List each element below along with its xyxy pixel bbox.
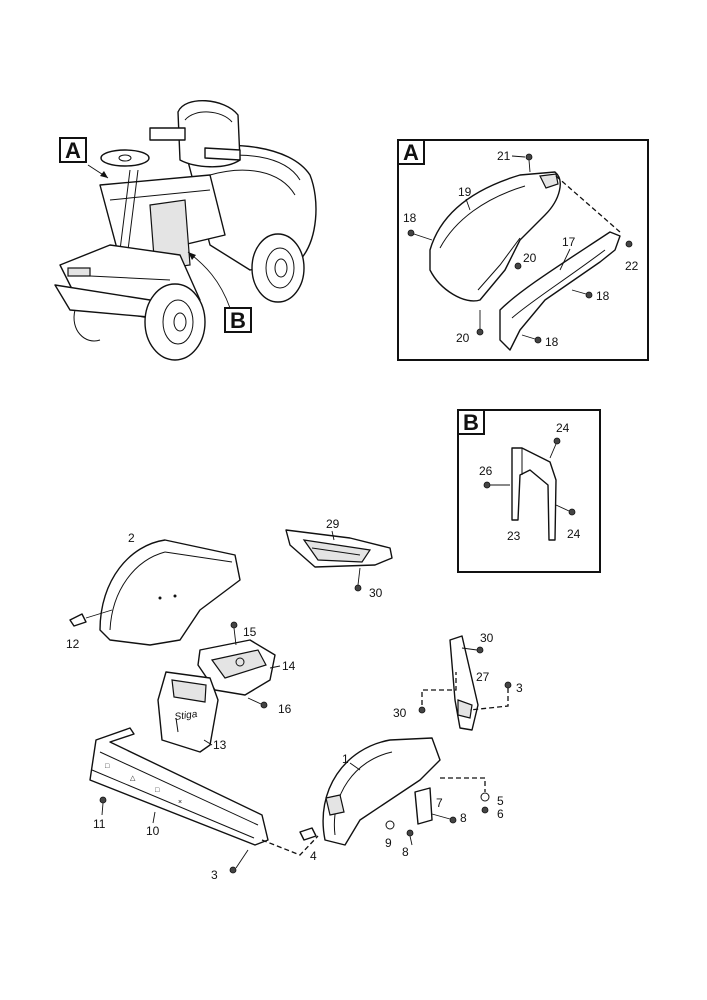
part-callout-n21: 21 [497, 149, 511, 163]
tractor-overview [54, 99, 317, 361]
part-callout-n26: 26 [479, 464, 493, 478]
overview-label-b: B [224, 307, 252, 333]
frame-letter-overview_b: B [230, 308, 246, 333]
part-callout-n30a: 30 [369, 586, 383, 600]
part-callout-n6: 6 [497, 807, 504, 821]
part-callout-n30b: 30 [480, 631, 494, 645]
part-callout-n18c: 18 [545, 335, 559, 349]
bracket-part [511, 447, 557, 541]
part-callout-n9: 9 [385, 836, 392, 850]
front-bumper-part-10: □ △ □ × 11 10 3 [89, 727, 269, 882]
part-callout-n8a: 8 [460, 811, 467, 825]
bracket-part-7: 7 8 [414, 787, 467, 825]
part-callout-n19: 19 [458, 185, 472, 199]
part-callout-n20a: 20 [523, 251, 537, 265]
washer-nut-group: 5 6 [440, 777, 504, 821]
clip-part-4: 4 [261, 827, 319, 863]
part-callout-n18b: 18 [596, 289, 610, 303]
overview-label-a: A [59, 137, 87, 163]
support-arm-part-27: 30 27 3 30 [393, 631, 523, 731]
part-callout-n1: 1 [342, 752, 349, 766]
part-callout-n10: 10 [146, 824, 160, 838]
front-fender-part-1: 1 [322, 737, 441, 846]
frame-letter-overview_a: A [65, 138, 81, 163]
stiga-logo: Stiga [174, 709, 199, 723]
part-callout-n15: 15 [243, 625, 257, 639]
frame-letter-detail_b: B [463, 410, 479, 435]
detail-frame-a: A 21 19 18 17 20 22 18 20 18 [397, 139, 649, 361]
part-callout-n16: 16 [278, 702, 292, 716]
svg-text:△: △ [130, 775, 136, 782]
part-callout-n8b: 8 [402, 845, 409, 859]
part-callout-n3b: 3 [516, 681, 523, 695]
part-callout-n24a: 24 [556, 421, 570, 435]
fender-liner-part [429, 171, 561, 302]
svg-text:×: × [178, 799, 182, 806]
part-callout-n4: 4 [310, 849, 317, 863]
part-callout-n2: 2 [128, 531, 135, 545]
rear-fender-part-2: 2 12 [66, 531, 241, 651]
part-callout-n14: 14 [282, 659, 296, 673]
part-callout-n23: 23 [507, 529, 521, 543]
part-callout-n12: 12 [66, 637, 80, 651]
part-callout-n18a: 18 [403, 211, 417, 225]
part-callout-n17: 17 [562, 235, 576, 249]
svg-text:□: □ [105, 763, 110, 770]
part-callout-n27: 27 [476, 670, 490, 684]
hood-panel-part-13: Stiga 13 [157, 671, 227, 753]
part-callout-n20b: 20 [456, 331, 470, 345]
frame-letter-detail_a: A [403, 140, 419, 165]
detail-frame-b: B 24 26 23 24 [457, 409, 601, 573]
part-callout-n11: 11 [93, 817, 106, 831]
dashboard-part-14: 15 14 16 [197, 621, 296, 716]
part-callout-n5: 5 [497, 794, 504, 808]
part-callout-n7: 7 [436, 796, 443, 810]
foot-plate-part-29: 29 30 [285, 517, 393, 600]
part-callout-n29: 29 [326, 517, 340, 531]
part-callout-n30c: 30 [393, 706, 407, 720]
svg-text:□: □ [155, 787, 160, 794]
part-callout-n22: 22 [625, 259, 639, 273]
part-callout-n3a: 3 [211, 868, 218, 882]
part-callout-n13: 13 [213, 738, 227, 752]
alignment-line [555, 175, 621, 233]
part-callout-n24b: 24 [567, 527, 581, 541]
lower-fasteners: 9 8 [385, 820, 414, 859]
